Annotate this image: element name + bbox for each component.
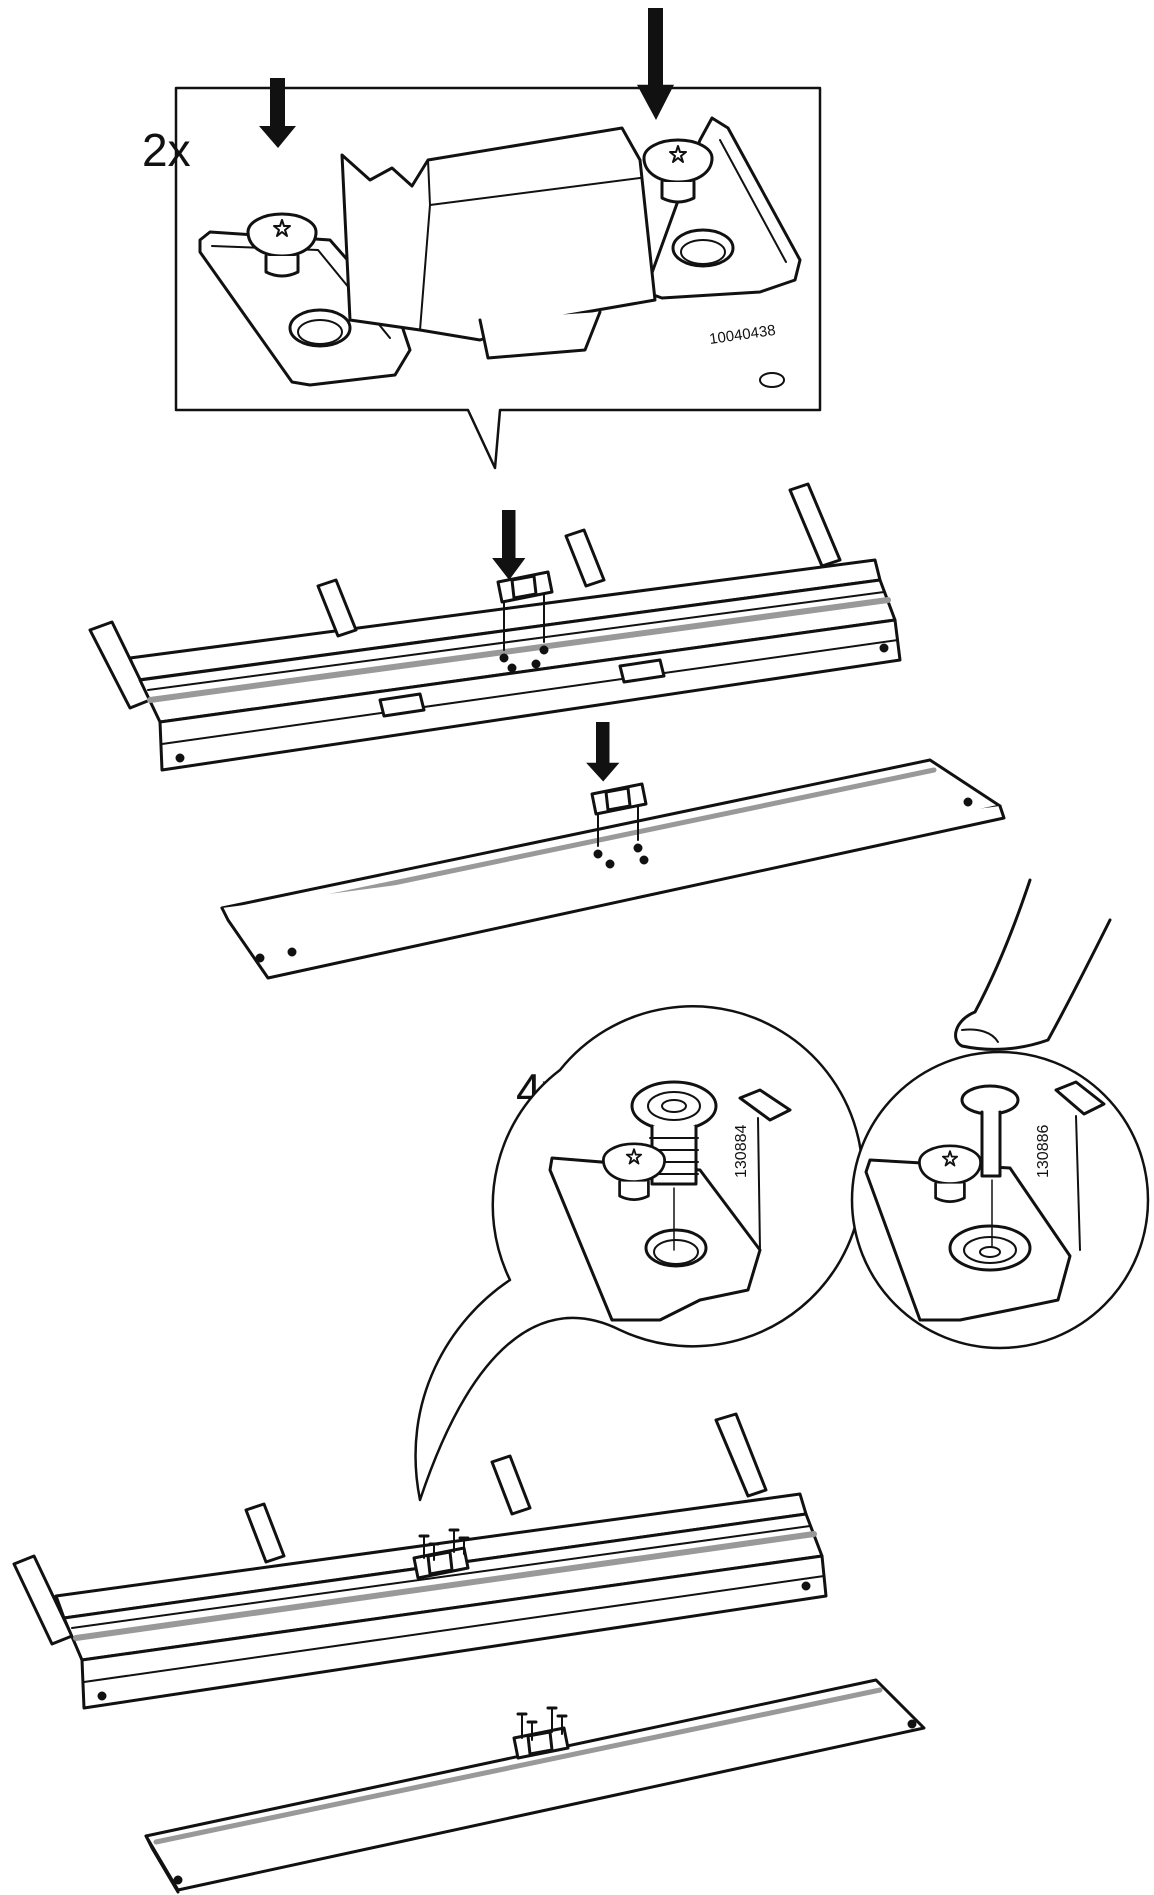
part-number-left: 130884 bbox=[733, 1125, 750, 1178]
connector-bracket-small bbox=[590, 782, 649, 869]
connector-bracket-closeup bbox=[198, 116, 802, 388]
connector-bracket-small bbox=[496, 570, 554, 673]
detail-circle-left bbox=[414, 1005, 864, 1502]
part-number-right: 130886 bbox=[1035, 1125, 1052, 1178]
front-panel-lower bbox=[144, 1678, 926, 1894]
arrow-down-panel bbox=[584, 720, 621, 783]
detail-circle-right bbox=[850, 1050, 1150, 1350]
finger-icon bbox=[954, 878, 1112, 1051]
arrow-down-frame bbox=[490, 508, 527, 582]
connector-bracket-small bbox=[512, 1706, 570, 1760]
connector-bracket-small bbox=[412, 1528, 470, 1580]
drawer-frame-upper bbox=[88, 482, 902, 772]
quantity-label-2x: 2x bbox=[142, 124, 191, 176]
